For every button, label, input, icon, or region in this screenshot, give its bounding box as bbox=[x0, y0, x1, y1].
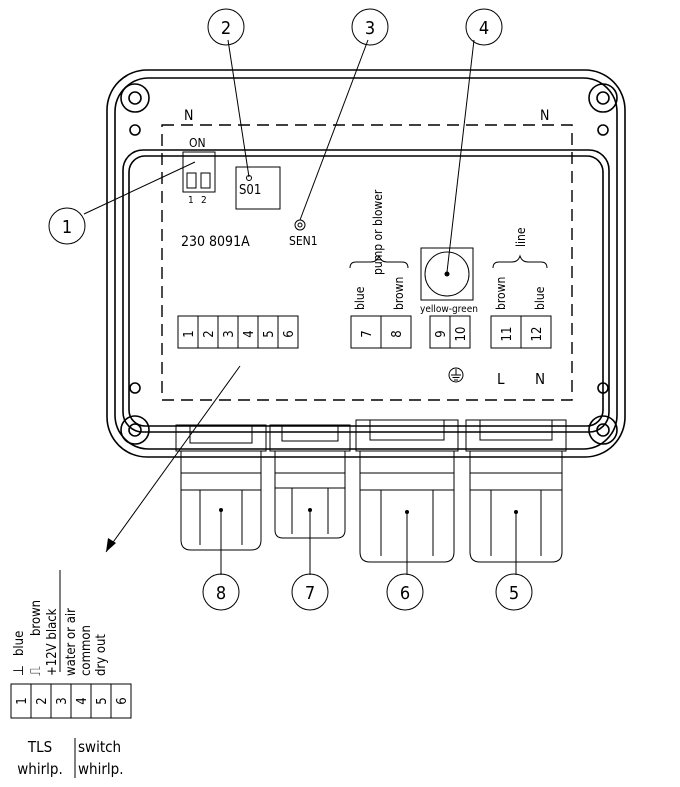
sen1-sensor: SEN1 bbox=[289, 219, 318, 248]
terminal-block-line: line brown blue 11 12 L N bbox=[490, 227, 552, 388]
callout-4-number: 4 bbox=[479, 18, 489, 39]
callout-3-number: 3 bbox=[365, 18, 375, 39]
part-number: 230 8091A bbox=[181, 234, 250, 250]
callout-3: 3 bbox=[351, 8, 389, 46]
screw-top-left bbox=[120, 83, 150, 113]
yellow-green-label: yellow-green bbox=[420, 304, 478, 315]
terminal-7: 7 bbox=[360, 330, 375, 337]
legend-item-12v-black: +12V black bbox=[45, 608, 60, 676]
terminal-block-tls: 1 2 3 4 5 6 bbox=[177, 315, 299, 349]
callout-7-number: 7 bbox=[305, 583, 315, 604]
line-N-label: N bbox=[535, 370, 545, 388]
dip-label-1: 1 bbox=[188, 195, 194, 206]
callout-7: 7 bbox=[291, 573, 329, 611]
line-L-label: L bbox=[497, 370, 505, 388]
terminal-2: 2 bbox=[202, 330, 217, 337]
legend: ⊥ ⎍ blue brown +12V black water or air c… bbox=[10, 570, 132, 778]
callout-6: 6 bbox=[386, 573, 424, 611]
terminal-11: 11 bbox=[500, 327, 515, 342]
callout-5: 5 bbox=[495, 573, 533, 611]
legend-symbol-ground: ⊥ bbox=[11, 665, 27, 676]
terminal-6: 6 bbox=[282, 330, 297, 337]
legend-item-common: common bbox=[79, 625, 94, 676]
leader-lines bbox=[83, 39, 517, 575]
lid-mark-n-left: N bbox=[184, 108, 193, 124]
terminal-5: 5 bbox=[262, 330, 277, 337]
legend-tls-label: TLS bbox=[27, 738, 52, 756]
line-wire-brown: brown bbox=[494, 277, 508, 310]
callout-1: 1 bbox=[48, 207, 86, 245]
legend-terminal-5: 5 bbox=[95, 697, 110, 704]
legend-symbol-pulse: ⎍ bbox=[28, 666, 44, 676]
legend-terminal-6: 6 bbox=[115, 697, 130, 704]
legend-terminal-2: 2 bbox=[35, 697, 50, 704]
terminal-12: 12 bbox=[530, 327, 545, 342]
legend-item-water-or-air: water or air bbox=[64, 608, 79, 676]
screw-top-right bbox=[588, 83, 618, 113]
terminal-10: 10 bbox=[454, 327, 469, 342]
line-label: line bbox=[514, 227, 528, 247]
enclosure: N N bbox=[106, 69, 626, 458]
terminal-8: 8 bbox=[390, 330, 405, 337]
legend-switch-whirlp-label: whirlp. bbox=[78, 760, 124, 778]
callout-6-number: 6 bbox=[400, 583, 410, 604]
legend-tls-whirlp-label: whirlp. bbox=[17, 760, 63, 778]
callout-8-number: 8 bbox=[216, 583, 226, 604]
sen1-label: SEN1 bbox=[289, 234, 318, 248]
callout-4: 4 bbox=[465, 8, 503, 46]
legend-switch-label: switch bbox=[78, 738, 121, 756]
terminal-3: 3 bbox=[222, 330, 237, 337]
ground-icon bbox=[448, 367, 464, 383]
callout-5-number: 5 bbox=[509, 583, 519, 604]
earth-stud: yellow-green 9 10 bbox=[420, 247, 478, 383]
callout-2-number: 2 bbox=[221, 18, 231, 39]
terminal-9: 9 bbox=[434, 330, 449, 337]
legend-terminal-1: 1 bbox=[15, 697, 30, 704]
dip-label-2: 2 bbox=[201, 195, 207, 206]
legend-terminal-3: 3 bbox=[55, 697, 70, 704]
dip-on-label: ON bbox=[189, 136, 206, 150]
terminal-1: 1 bbox=[182, 330, 197, 337]
legend-terminal-4: 4 bbox=[75, 697, 90, 704]
lid-mark-n-right: N bbox=[540, 108, 549, 124]
legend-item-brown: brown bbox=[29, 600, 44, 636]
pump-or-blower-label: pump or blower bbox=[371, 189, 385, 275]
s01-connector: S01 bbox=[235, 166, 281, 210]
legend-item-blue: blue bbox=[12, 631, 27, 656]
callout-1-number: 1 bbox=[62, 217, 72, 238]
terminal-4: 4 bbox=[242, 330, 257, 337]
pump-wire-brown: brown bbox=[392, 277, 406, 310]
callout-2: 2 bbox=[207, 8, 245, 46]
screw-bottom-right bbox=[588, 415, 618, 445]
callout-8: 8 bbox=[202, 573, 240, 611]
s01-label: S01 bbox=[239, 183, 261, 198]
terminal-block-pump: pump or blower blue brown 7 8 bbox=[349, 189, 412, 349]
legend-item-dry-out: dry out bbox=[94, 634, 109, 676]
line-wire-blue: blue bbox=[533, 286, 547, 310]
pump-wire-blue: blue bbox=[353, 286, 367, 310]
dip-switch: ON 1 2 bbox=[182, 136, 216, 206]
screw-bottom-left bbox=[120, 415, 150, 445]
